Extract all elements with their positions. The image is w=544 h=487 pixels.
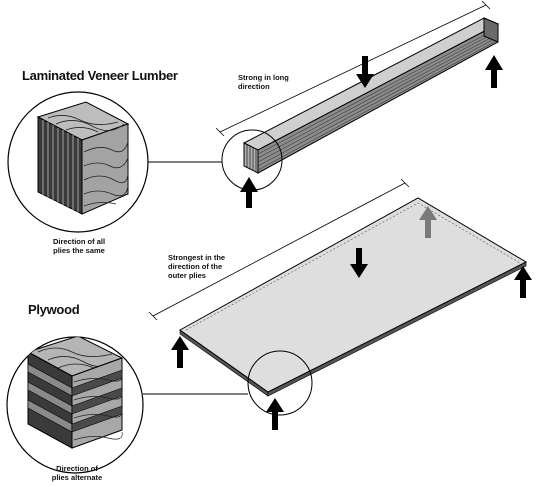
plywood-support-arrow-left xyxy=(171,336,189,368)
plywood-callout-circle xyxy=(247,350,313,416)
lvl-load-arrow-down xyxy=(356,56,374,88)
plywood-strength-note-line-1: Strongest in the xyxy=(168,253,226,262)
plywood-panel xyxy=(179,197,528,397)
plywood-support-arrow-front xyxy=(266,398,284,430)
lvl-strength-note: Strong in long direction xyxy=(238,73,289,91)
plywood-support-arrow-right xyxy=(514,266,532,298)
plywood-magnified-cube xyxy=(6,336,144,474)
plywood-strength-note-line-2: direction of the xyxy=(168,262,223,271)
plywood-dimension-line xyxy=(148,178,410,321)
plywood-ply-note: Direction of plies alternate xyxy=(47,464,107,482)
lvl-title: Laminated Veneer Lumber xyxy=(22,68,178,83)
lvl-ply-note-line-2: plies the same xyxy=(53,246,105,255)
plywood-strength-note: Strongest in the direction of the outer … xyxy=(168,253,225,280)
plywood-strength-note-line-3: outer plies xyxy=(168,271,206,280)
lvl-ply-note-line-1: Direction of all xyxy=(52,237,106,246)
lvl-ply-note: Direction of all plies the same xyxy=(47,237,111,255)
lvl-support-arrow-left xyxy=(240,177,258,208)
plywood-ply-note-line-1: Direction of xyxy=(56,464,98,473)
plywood-support-arrow-back xyxy=(419,206,437,238)
lvl-strength-note-line-1: Strong in long xyxy=(238,73,289,82)
plywood-title: Plywood xyxy=(28,302,80,317)
plywood-load-arrow-down xyxy=(350,248,368,278)
lvl-strength-note-line-2: direction xyxy=(238,82,270,91)
lvl-magnified-cube xyxy=(7,91,149,233)
lvl-support-arrow-right xyxy=(485,55,503,88)
lvl-callout-circle xyxy=(221,129,283,191)
lvl-dimension-line xyxy=(215,0,491,137)
plywood-ply-note-line-2: plies alternate xyxy=(51,473,103,482)
lvl-beam xyxy=(242,17,500,174)
